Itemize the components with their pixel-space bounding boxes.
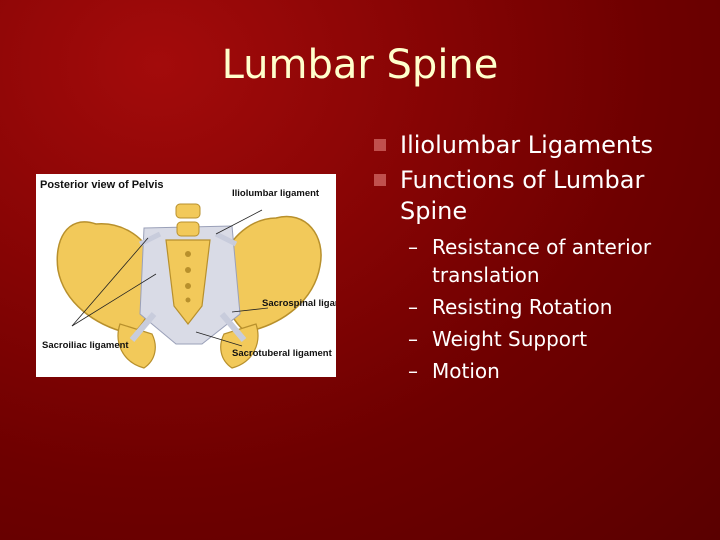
bullet-text: Iliolumbar Ligaments [400,131,654,159]
bullet-item: Functions of Lumbar Spine [374,165,704,227]
dash-bullet-icon: – [408,295,418,319]
label-sacroiliac: Sacroiliac ligament [42,340,129,351]
figure-caption: Posterior view of Pelvis [40,179,164,191]
sub-bullet-item: – Resistance of anterior translation [374,233,704,289]
sub-bullet-item: – Weight Support [374,325,704,353]
sub-bullet-item: – Motion [374,357,704,385]
sub-bullet-text: Resistance of anterior translation [432,235,652,287]
label-iliolumbar: Iliolumbar ligament [232,188,320,199]
bullet-item: Iliolumbar Ligaments [374,130,704,161]
sub-bullet-text: Resisting Rotation [432,295,613,319]
dash-bullet-icon: – [408,359,418,383]
label-sacrospinal: Sacrospinal ligament [262,298,336,309]
sub-bullet-item: – Resisting Rotation [374,293,704,321]
dash-bullet-icon: – [408,235,418,259]
sub-bullet-list: – Resistance of anterior translation – R… [374,233,704,385]
pelvis-figure: Posterior view of Pelvis Iliolumbar liga… [36,174,336,377]
dash-bullet-icon: – [408,327,418,351]
bullet-list: Iliolumbar Ligaments Functions of Lumbar… [374,130,704,385]
sub-bullet-text: Weight Support [432,327,588,351]
label-sacrotuberal: Sacrotuberal ligament [232,348,333,359]
bullet-text: Functions of Lumbar Spine [400,166,645,225]
square-bullet-icon [374,174,386,186]
square-bullet-icon [374,139,386,151]
sub-bullet-text: Motion [432,359,500,383]
pelvis-illustration: Posterior view of Pelvis Iliolumbar liga… [40,179,336,369]
slide-title: Lumbar Spine [221,42,499,88]
